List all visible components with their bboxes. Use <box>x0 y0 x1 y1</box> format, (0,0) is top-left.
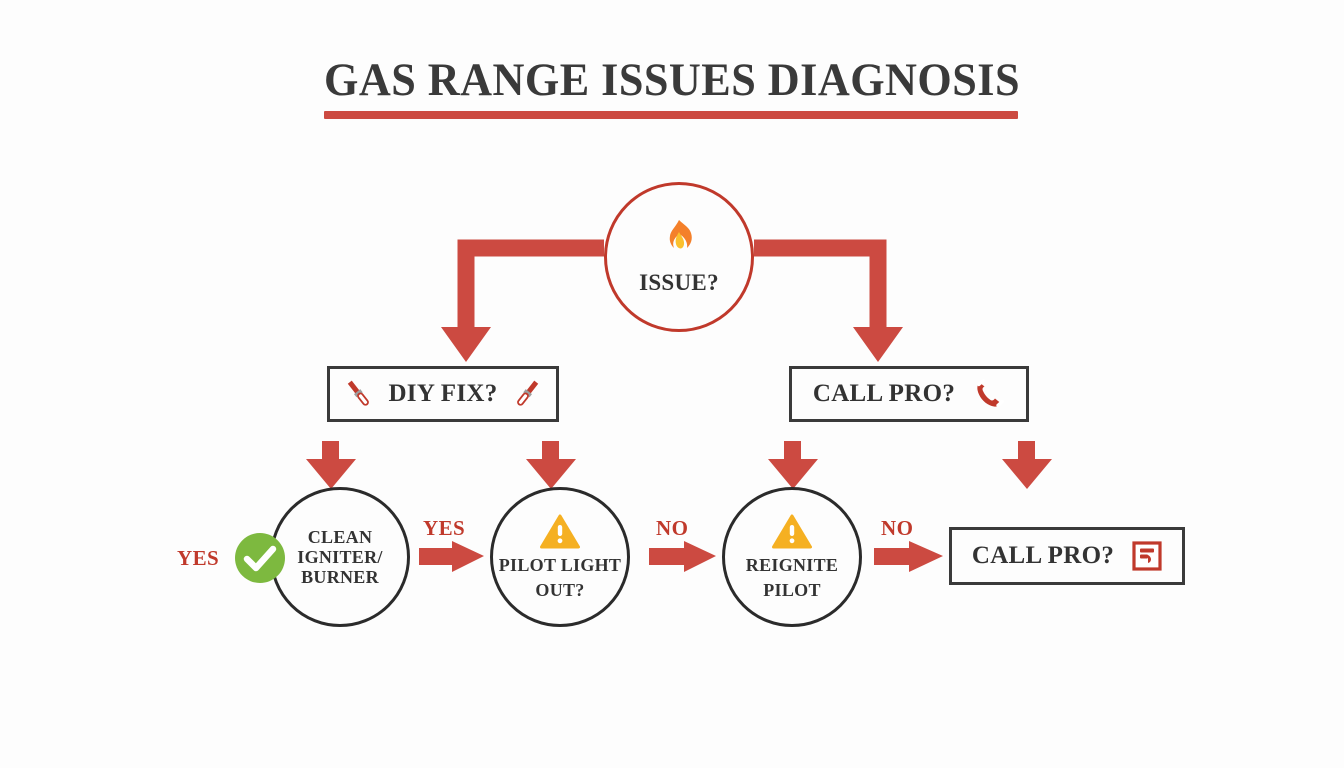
node-pilot-label-line1: PILOT LIGHT <box>498 555 622 576</box>
connector-issue-to-callpro <box>754 239 903 362</box>
node-clean-igniter-burner[interactable]: CLEAN IGNITER/ BURNER <box>270 487 410 627</box>
warning-triangle-icon <box>540 514 580 550</box>
telephone-icon <box>971 377 1005 411</box>
edge-label-no-call-pro: NO <box>881 516 914 540</box>
title-underline <box>324 111 1018 119</box>
node-issue-label: ISSUE? <box>639 269 719 295</box>
document-icon <box>1132 541 1162 571</box>
connector-callpro-to-callpro-bottom <box>1002 441 1052 489</box>
node-call-pro-bottom-label: CALL PRO? <box>971 542 1115 569</box>
connector-callpro-to-reignite <box>768 441 818 489</box>
warning-triangle-icon <box>772 514 812 550</box>
flame-icon <box>662 219 696 264</box>
node-reignite-label-line1: REIGNITE <box>745 555 839 576</box>
page-title: GAS RANGE ISSUES DIAGNOSIS <box>323 54 1020 106</box>
node-issue[interactable]: ISSUE? <box>604 182 754 332</box>
title-block: GAS RANGE ISSUES DIAGNOSIS <box>0 54 1344 106</box>
connector-diy-to-pilot <box>526 441 576 489</box>
node-clean-label-line1: CLEAN <box>307 526 373 547</box>
node-reignite-pilot[interactable]: REIGNITE PILOT <box>722 487 862 627</box>
connector-clean-to-pilot <box>419 541 484 572</box>
connector-pilot-to-reignite <box>649 541 716 572</box>
node-diy-fix-label: DIY FIX? <box>388 380 498 407</box>
green-check-icon <box>234 532 286 584</box>
node-call-pro-bottom[interactable]: CALL PRO? <box>949 527 1185 585</box>
node-pilot-label-line2: OUT? <box>535 579 585 600</box>
node-call-pro-top[interactable]: CALL PRO? <box>789 366 1029 422</box>
node-clean-label-line2: IGNITER/ <box>297 546 383 567</box>
node-reignite-label-line2: PILOT <box>763 579 821 600</box>
screwdriver-icon <box>342 377 376 411</box>
edge-label-yes-clean: YES <box>177 546 220 570</box>
node-pilot-light-out[interactable]: PILOT LIGHT OUT? <box>490 487 630 627</box>
node-clean-label-line3: BURNER <box>301 567 379 588</box>
edge-label-no-reignite: NO <box>656 516 689 540</box>
node-diy-fix[interactable]: DIY FIX? <box>327 366 559 422</box>
screwdriver-icon <box>510 377 544 411</box>
node-call-pro-top-label: CALL PRO? <box>812 380 956 407</box>
connector-issue-to-diy <box>441 239 604 362</box>
connector-diy-to-clean <box>306 441 356 489</box>
edge-label-yes-pilot: YES <box>423 516 466 540</box>
connector-reignite-to-callpro <box>874 541 943 572</box>
